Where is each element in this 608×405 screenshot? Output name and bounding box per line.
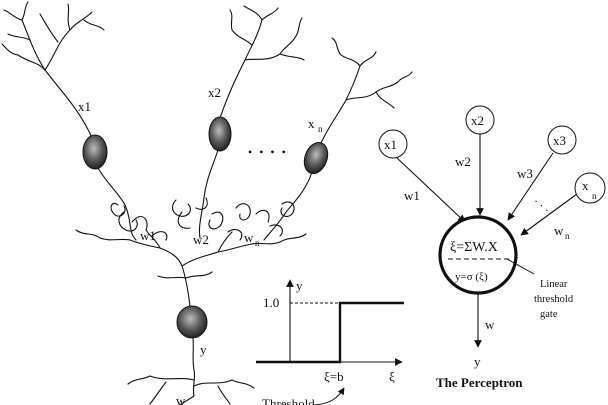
step-function-plot: y 1.0 ξ ξ=b Threshold bbox=[256, 278, 404, 405]
perceptron-input-xn bbox=[574, 172, 606, 204]
output-neuron-dendrites bbox=[75, 229, 307, 307]
threshold-pointer-arrow bbox=[313, 387, 345, 405]
cell-body-n bbox=[303, 142, 329, 174]
arrow-x1 bbox=[396, 157, 466, 223]
neuron-bottom-weight: w bbox=[176, 393, 186, 405]
perceptron-weight-wn-subscript: n bbox=[565, 231, 570, 241]
neuron-weight-wn: w bbox=[244, 230, 254, 245]
perceptron-weight-w1: w1 bbox=[404, 188, 420, 203]
perceptron-title: The Perceptron bbox=[436, 375, 523, 390]
threshold-caption: Threshold bbox=[262, 396, 315, 405]
neuron-ellipsis: • • • • bbox=[248, 145, 288, 159]
arrow-xn bbox=[520, 193, 578, 236]
synaptic-terminals bbox=[110, 197, 295, 241]
dendrite-tree-n bbox=[317, 37, 413, 151]
gate-sum-expression: ξ=ΣW.X bbox=[450, 240, 498, 255]
gate-label-line-2: threshold bbox=[534, 294, 574, 305]
cell-body-1 bbox=[82, 134, 108, 170]
step-function-curve bbox=[256, 301, 404, 364]
neuron-weight-wn-subscript: n bbox=[255, 238, 260, 248]
output-axon bbox=[192, 337, 196, 397]
step-one-label: 1.0 bbox=[263, 295, 279, 310]
perceptron-x3-label: x3 bbox=[553, 133, 566, 148]
gate-activation-expression: y=σ (ξ) bbox=[455, 271, 488, 283]
neuron-input-xn: x bbox=[308, 116, 315, 131]
gate-label-pointer bbox=[506, 258, 535, 275]
perceptron-x1-label: x1 bbox=[384, 137, 397, 152]
perceptron-output-y: y bbox=[474, 354, 481, 369]
arrow-x3 bbox=[507, 152, 554, 221]
gate-label-line-1: Linear bbox=[540, 279, 568, 290]
axon-n bbox=[263, 171, 313, 241]
dendrite-tree-2 bbox=[219, 5, 305, 119]
neuron-input-x2: x2 bbox=[208, 85, 221, 100]
neuron-weight-w1: w1 bbox=[140, 228, 156, 243]
neuron-output-y: y bbox=[200, 342, 207, 357]
neuron-weight-w2: w2 bbox=[193, 232, 209, 247]
axon-2 bbox=[198, 149, 219, 239]
dendrite-tree-1 bbox=[1, 1, 105, 139]
perceptron-model: x1 x2 x3 x n w1 w2 w3 w n · · · ξ=ΣW.X y… bbox=[378, 105, 606, 390]
neuron-input-x1: x1 bbox=[78, 99, 91, 114]
perceptron-input-x2 bbox=[465, 105, 495, 135]
step-threshold-point: ξ=b bbox=[324, 369, 344, 384]
perceptron-input-x3 bbox=[547, 125, 577, 155]
perceptron-xn-label: x bbox=[582, 178, 589, 193]
output-terminals bbox=[127, 375, 255, 405]
gate-label-line-3: gate bbox=[540, 309, 558, 320]
biological-neuron bbox=[1, 1, 413, 405]
perceptron-xn-subscript: n bbox=[592, 191, 597, 201]
step-x-label: ξ bbox=[389, 369, 395, 384]
perceptron-input-x1 bbox=[378, 129, 408, 159]
axon-1 bbox=[97, 167, 137, 241]
neuron-input-xn-subscript: n bbox=[318, 124, 323, 134]
linear-threshold-gate bbox=[438, 215, 518, 295]
step-y-label: y bbox=[296, 278, 303, 293]
perceptron-weight-w3: w3 bbox=[517, 166, 533, 181]
cell-body-output bbox=[176, 305, 208, 339]
perceptron-weight-w2: w2 bbox=[455, 154, 471, 169]
cell-body-2 bbox=[208, 116, 232, 152]
perceptron-x2-label: x2 bbox=[471, 113, 484, 128]
perceptron-output-weight: w bbox=[485, 317, 495, 332]
perceptron-weight-wn: w bbox=[554, 223, 564, 238]
